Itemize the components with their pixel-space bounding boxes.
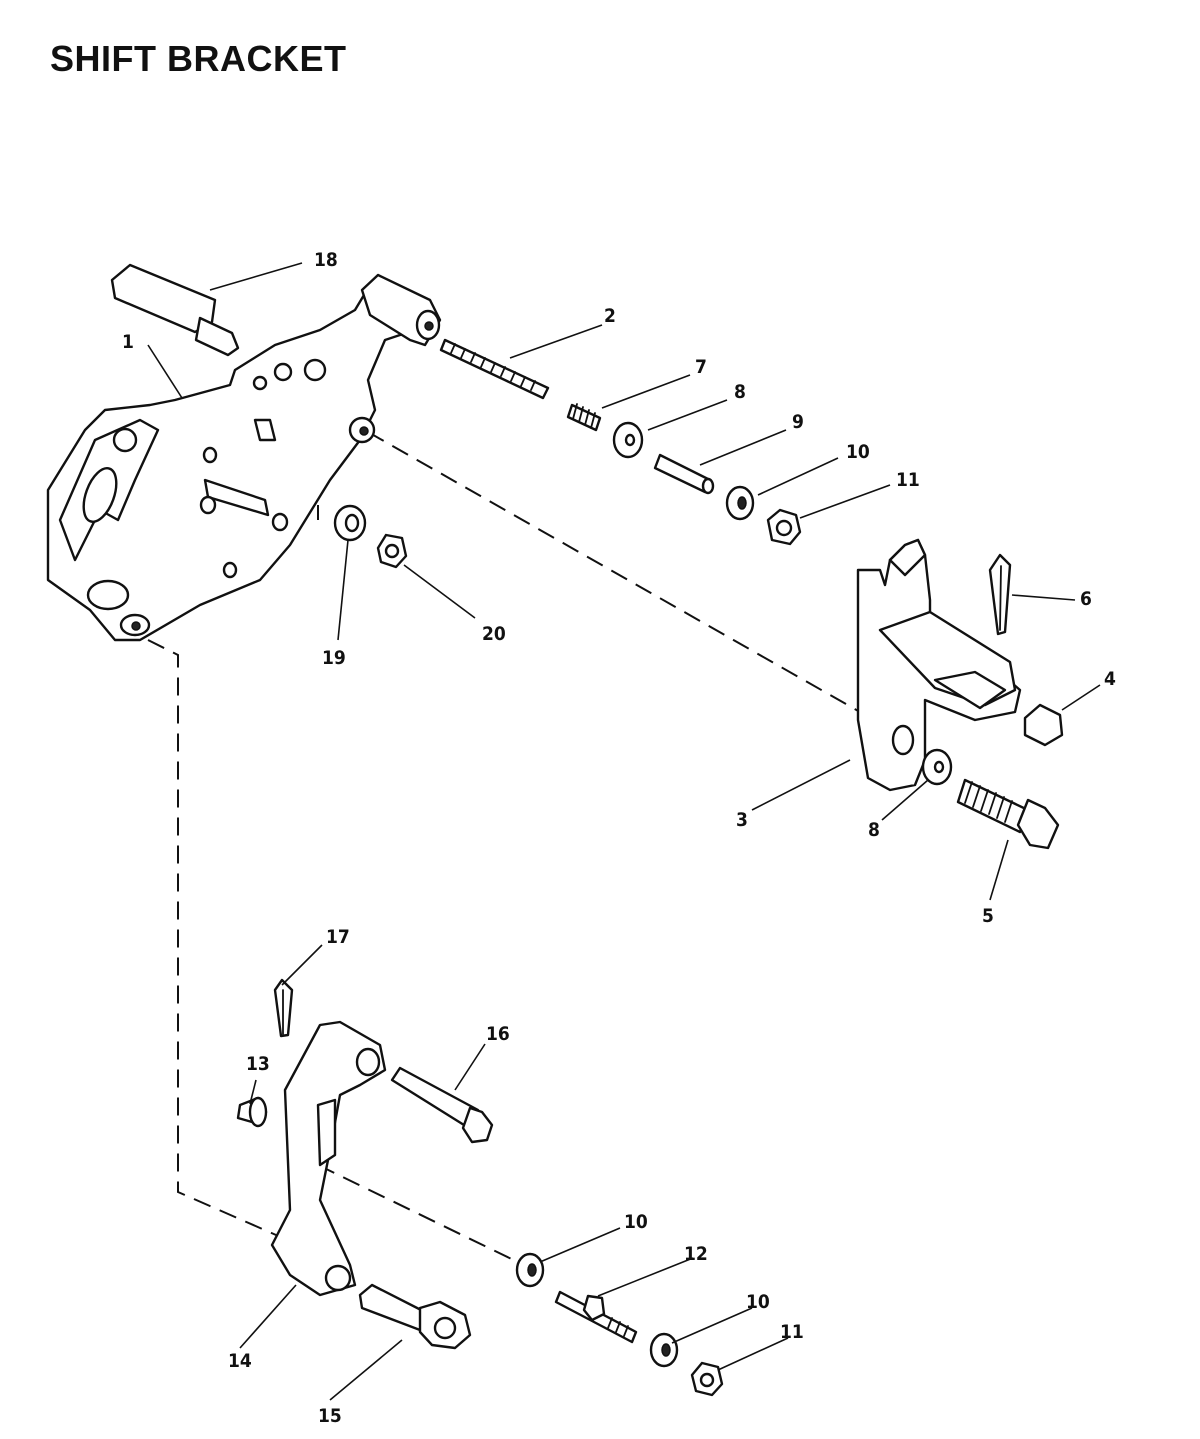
callout-3: 3: [736, 809, 748, 831]
washer-10-upper: [725, 485, 755, 521]
callout-10-upper: 10: [846, 441, 870, 463]
callout-2: 2: [604, 305, 616, 327]
callout-4: 4: [1104, 668, 1116, 690]
hex-bolt: [956, 778, 1060, 850]
small-pin: [236, 1096, 268, 1128]
callout-10-mid: 10: [624, 1211, 648, 1233]
cotter-pin-lower: [273, 978, 294, 1038]
shift-link: [270, 1020, 387, 1297]
clevis-pin: [390, 1066, 494, 1144]
callout-12: 12: [684, 1243, 708, 1265]
spring: [566, 403, 602, 432]
hex-standoff: [110, 263, 240, 357]
callout-20: 20: [482, 623, 506, 645]
washer-10-mid: [515, 1252, 545, 1288]
double-end-stud: [554, 1290, 638, 1344]
callout-13: 13: [246, 1053, 270, 1075]
washer-10-lower: [649, 1332, 679, 1368]
shoulder-bolt: [358, 1283, 472, 1350]
callout-11-lower: 11: [780, 1321, 804, 1343]
washer-upper: [612, 421, 644, 459]
washer-lower: [921, 748, 953, 786]
shift-lever: [856, 538, 1022, 792]
callout-14: 14: [228, 1350, 252, 1372]
page-title: SHIFT BRACKET: [50, 38, 347, 79]
callout-7: 7: [695, 356, 707, 378]
end-cap: [1023, 703, 1064, 747]
callout-15: 15: [318, 1405, 342, 1427]
callout-18: 18: [314, 249, 338, 271]
washer-19: [333, 504, 367, 542]
nut-upper: [766, 508, 802, 546]
callout-11-upper: 11: [896, 469, 920, 491]
callout-labels: 1 2 3 4 5 6 7 8 8 9 10 10 10 11 11 12 13…: [122, 249, 1116, 1427]
callout-6: 6: [1080, 588, 1092, 610]
callout-8-upper: 8: [734, 381, 746, 403]
cotter-pin-upper: [988, 553, 1012, 636]
threaded-stud: [439, 338, 550, 400]
callout-10-lower: 10: [746, 1291, 770, 1313]
callout-5: 5: [982, 905, 994, 927]
callout-17: 17: [326, 926, 350, 948]
callout-9: 9: [792, 411, 804, 433]
callout-16: 16: [486, 1023, 510, 1045]
shift-bracket-plate: [46, 283, 417, 642]
callout-1: 1: [122, 331, 134, 353]
callout-8-lower: 8: [868, 819, 880, 841]
bracket-pivot-boss: [360, 273, 442, 347]
leader-lines: [147, 262, 1101, 1401]
callout-19: 19: [322, 647, 346, 669]
nut-lower: [690, 1361, 724, 1397]
pin: [653, 453, 715, 495]
hex-nut-20: [376, 533, 408, 569]
